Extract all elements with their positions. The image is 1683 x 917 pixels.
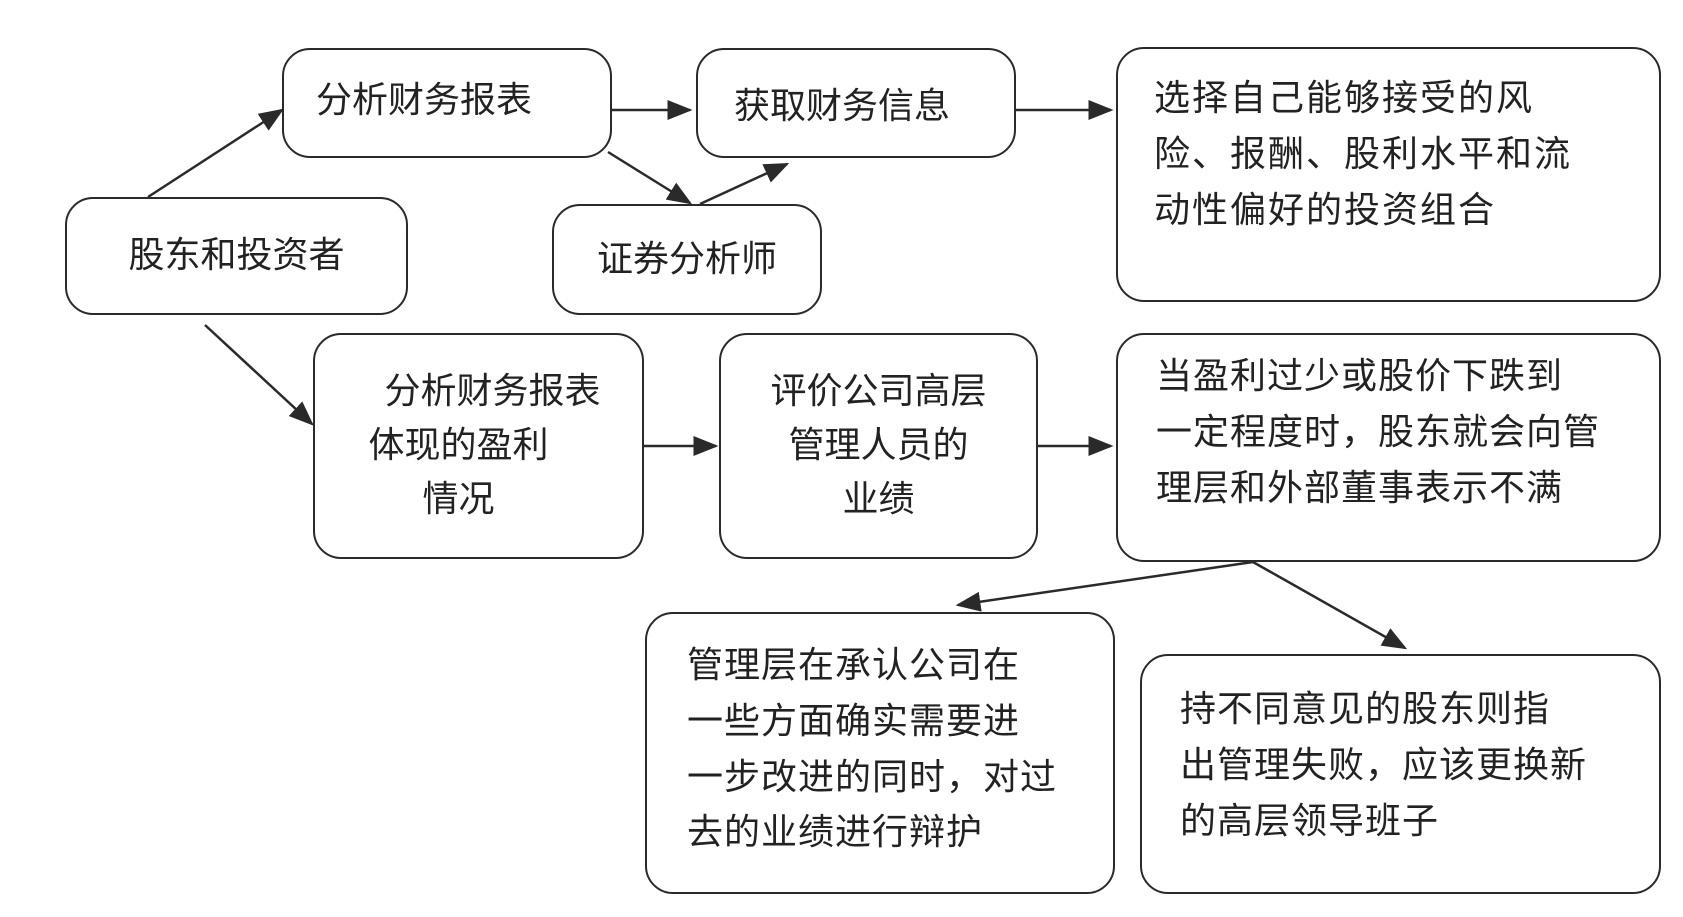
arrow-shareholders-to-analyze-profit <box>204 324 314 426</box>
node-dissatisfaction-line-2: 一定程度时，股东就会向管 <box>1156 411 1601 453</box>
arrow-analyze-top-to-analyst <box>607 150 693 205</box>
node-analyze-statements-top-text: 分析财务报表 <box>316 80 533 121</box>
node-securities-analyst-text: 证券分析师 <box>596 238 777 280</box>
node-choose-portfolio-line-2: 险、报酬、股利水平和流 <box>1154 133 1573 175</box>
node-management-defense-line-4: 去的业绩进行辩护 <box>687 812 984 854</box>
node-replace-leadership-line-3: 的高层领导班子 <box>1180 800 1440 842</box>
node-get-financial-info: 获取财务信息 <box>696 48 1016 158</box>
node-shareholders: 股东和投资者 <box>65 197 408 315</box>
node-management-defense-line-1: 管理层在承认公司在 <box>687 645 1021 686</box>
arrow-analyst-to-get-info <box>699 162 790 206</box>
node-choose-portfolio-line-1: 选择自己能够接受的风 <box>1154 78 1535 119</box>
node-analyze-profit-line-1: 分析财务报表 <box>384 371 601 412</box>
node-shareholders-text: 股东和投资者 <box>128 235 345 276</box>
node-analyze-profit: 分析财务报表 体现的盈利 情况 <box>313 333 644 559</box>
node-management-defense-line-2: 一些方面确实需要进 <box>687 700 1021 742</box>
node-replace-leadership-line-2: 出管理失败，应该更换新 <box>1180 744 1588 786</box>
node-dissatisfaction: 当盈利过少或股价下跌到 一定程度时，股东就会向管 理层和外部董事表示不满 <box>1116 333 1661 562</box>
node-analyze-profit-line-2: 体现的盈利 <box>368 425 549 466</box>
node-evaluate-management-line-1: 评价公司高层 <box>770 371 987 412</box>
node-replace-leadership-line-1: 持不同意见的股东则指 <box>1180 689 1551 730</box>
arrow-dissatisfaction-to-replace <box>1252 560 1408 650</box>
node-dissatisfaction-line-1: 当盈利过少或股价下跌到 <box>1156 356 1564 397</box>
node-analyze-statements-top: 分析财务报表 <box>282 48 612 158</box>
node-analyze-profit-line-3: 情况 <box>422 479 495 520</box>
node-dissatisfaction-line-3: 理层和外部董事表示不满 <box>1156 467 1564 509</box>
node-replace-leadership: 持不同意见的股东则指 出管理失败，应该更换新 的高层领导班子 <box>1140 654 1661 894</box>
node-management-defense: 管理层在承认公司在 一些方面确实需要进 一步改进的同时，对过 去的业绩进行辩护 <box>645 612 1115 894</box>
arrow-shareholders-to-analyze-top <box>147 108 285 199</box>
node-management-defense-line-3: 一步改进的同时，对过 <box>687 756 1058 798</box>
node-securities-analyst: 证券分析师 <box>552 204 822 315</box>
node-choose-portfolio: 选择自己能够接受的风 险、报酬、股利水平和流 动性偏好的投资组合 <box>1116 47 1661 302</box>
arrow-dissatisfaction-to-defense <box>955 560 1254 612</box>
node-get-financial-info-text: 获取财务信息 <box>734 86 951 127</box>
node-evaluate-management: 评价公司高层 管理人员的 业绩 <box>719 333 1038 559</box>
node-evaluate-management-line-2: 管理人员的 <box>788 425 969 466</box>
node-choose-portfolio-line-3: 动性偏好的投资组合 <box>1154 189 1497 231</box>
node-evaluate-management-line-3: 业绩 <box>842 479 915 520</box>
